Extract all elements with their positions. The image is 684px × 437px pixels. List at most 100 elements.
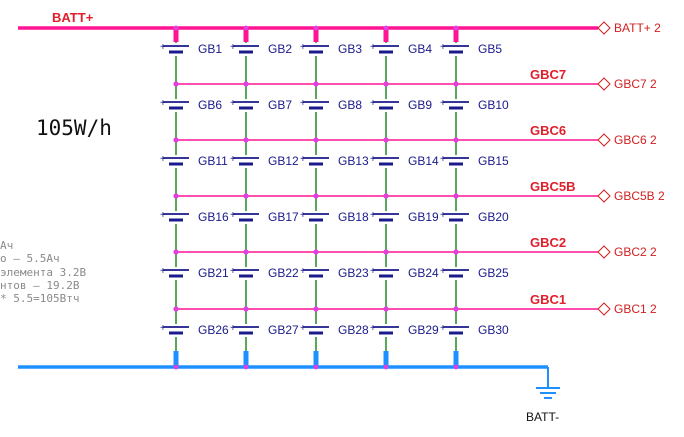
bottom-junction [453,351,459,367]
cell-gap [232,43,260,56]
cell-gap [442,324,470,337]
cell-plus-sign: + [160,210,166,221]
cell-plus-sign: + [160,266,166,277]
cell-label: GB29 [408,323,439,337]
port-diamond [597,189,611,203]
tap-node [383,249,389,255]
cell-plus-sign: + [230,42,236,53]
tap-node [313,249,319,255]
top-junction [243,28,249,42]
cell-label: GB9 [408,98,432,112]
cell-gap [232,324,260,337]
cell-gap [442,211,470,224]
cell-gap [372,99,400,112]
cell-plus-sign: + [230,98,236,109]
cell-label: GB15 [478,154,509,168]
cell-label: GB25 [478,266,509,280]
cell-gap [372,211,400,224]
cell-gap [442,99,470,112]
cell-label: GB22 [268,266,299,280]
cell-label: GB19 [408,210,439,224]
top-node [453,25,459,31]
batt-plus-label: BATT+ [52,10,94,25]
bottom-node [453,364,459,370]
cell-gap [162,99,190,112]
tap-node [313,81,319,87]
tap-net-label: GBC6 [530,123,566,138]
cell-label: GB13 [338,154,369,168]
cell-label: GB27 [268,323,299,337]
cell-label: GB24 [408,266,439,280]
cell-plus-sign: + [370,266,376,277]
cell-gap [372,324,400,337]
tap-node [313,137,319,143]
top-node [243,25,249,31]
cell-label: GB21 [198,266,229,280]
bottom-junction [383,351,389,367]
tap-port-label: GBC5B 2 [614,189,665,203]
tap-port-label: GBC6 2 [614,133,657,147]
cell-label: GB4 [408,42,432,56]
top-node [173,25,179,31]
tap-node [453,193,459,199]
tap-node [453,306,459,312]
port-diamond [597,302,611,316]
tap-node [243,81,249,87]
cell-gap [302,155,330,168]
cell-label: GB5 [478,42,502,56]
tap-node [383,81,389,87]
spec-note-line: элемента 3.2В [0,266,86,279]
port-diamond [597,21,611,35]
port-diamond [597,77,611,91]
cell-label: GB18 [338,210,369,224]
cell-plus-sign: + [300,266,306,277]
batt-plus-port-label: BATT+ 2 [614,21,661,35]
cell-label: GB28 [338,323,369,337]
tap-net-label: GBC7 [530,67,566,82]
tap-node [173,81,179,87]
cell-gap [162,324,190,337]
cell-plus-sign: + [300,98,306,109]
cell-label: GB1 [198,42,222,56]
bottom-node [243,364,249,370]
cell-plus-sign: + [230,266,236,277]
cell-plus-sign: + [440,266,446,277]
cell-gap [232,211,260,224]
cell-plus-sign: + [370,154,376,165]
cell-gap [232,99,260,112]
cell-label: GB16 [198,210,229,224]
tap-node [243,137,249,143]
port-diamond [597,133,611,147]
cell-gap [442,43,470,56]
cell-gap [232,267,260,280]
cell-plus-sign: + [160,42,166,53]
tap-node [383,193,389,199]
top-junction [173,28,179,42]
cell-label: GB2 [268,42,292,56]
cell-plus-sign: + [370,42,376,53]
cell-plus-sign: + [440,98,446,109]
tap-node [383,137,389,143]
top-node [313,25,319,31]
cell-plus-sign: + [370,210,376,221]
rail-layer [18,25,598,399]
cell-gap [302,211,330,224]
tap-net-label: GBC2 [530,235,566,250]
cell-plus-sign: + [300,210,306,221]
tap-node [243,249,249,255]
cell-plus-sign: + [300,42,306,53]
tap-node [313,193,319,199]
tap-node [243,193,249,199]
tap-node [173,137,179,143]
top-junction [453,28,459,42]
tap-port-label: GBC2 2 [614,245,657,259]
tap-node [173,193,179,199]
tap-net-label: GBC5B [530,179,576,194]
cell-plus-sign: + [160,323,166,334]
cell-label: GB6 [198,98,222,112]
cell-gap [372,43,400,56]
tap-node [173,249,179,255]
spec-note-line: о – 5.5Ач [0,252,60,265]
